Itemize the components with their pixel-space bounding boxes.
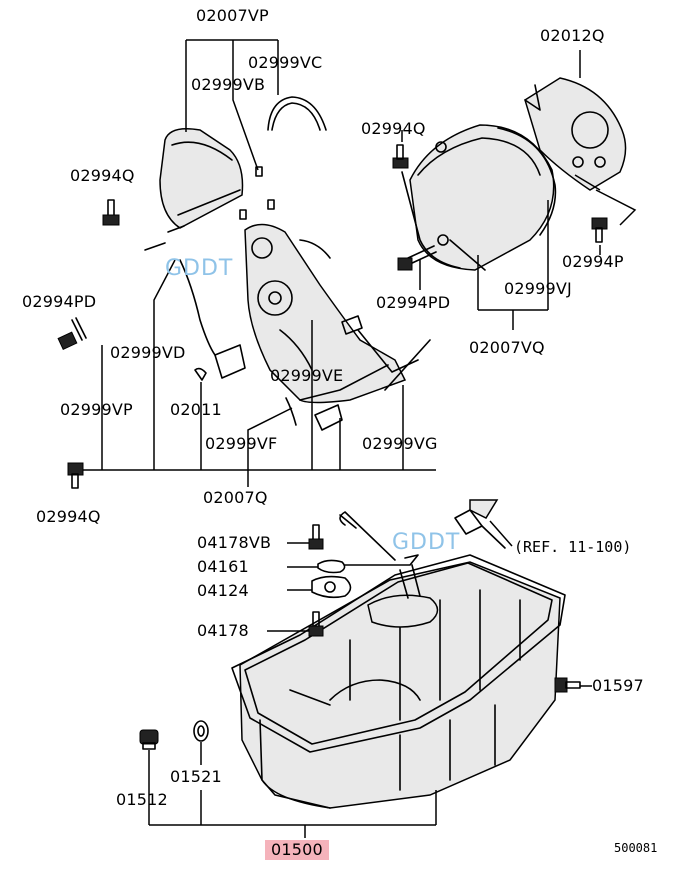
oil-pan [231, 554, 566, 809]
label-02999vf: 02999VF [205, 434, 278, 453]
bolt-01597 [554, 677, 581, 693]
bolt-02994pd-left [57, 317, 87, 351]
label-02007q: 02007Q [203, 488, 268, 507]
label-02999vp: 02999VP [60, 400, 133, 419]
label-02011: 02011 [170, 400, 222, 419]
label-01521: 01521 [170, 767, 222, 786]
reference-note: (REF. 11-100) [514, 538, 632, 556]
upper-timing-cover [159, 128, 244, 229]
label-02994q-right: 02994Q [361, 119, 426, 138]
leader-lines-lower [148, 520, 592, 838]
label-02999vb: 02999VB [191, 75, 266, 94]
label-02999vc: 02999VC [248, 53, 323, 72]
right-cover-seal [401, 127, 557, 269]
label-01512: 01512 [116, 790, 168, 809]
long-seal-strip [384, 339, 431, 391]
label-04124: 04124 [197, 581, 249, 600]
drain-plug-01512 [139, 729, 159, 750]
dipstick-guide [454, 499, 506, 549]
right-cover-back-plate [524, 77, 627, 191]
leader-lines-left [83, 39, 436, 487]
label-04161: 04161 [197, 557, 249, 576]
oil-strainer [339, 511, 439, 628]
label-02994pd-mid: 02994PD [376, 293, 451, 312]
oil-strainer-gasket [311, 575, 352, 599]
small-spacers [239, 166, 275, 220]
label-02999vj: 02999VJ [504, 279, 572, 298]
cover-seal-arc [267, 96, 327, 131]
bolt-04178vb [308, 524, 324, 550]
label-02994p: 02994P [562, 252, 624, 271]
bolt-02994pd-mid [397, 245, 437, 271]
left-seal-strips [144, 225, 246, 381]
leader-lines-right [401, 50, 637, 330]
lower-timing-cover [244, 223, 407, 404]
label-02999vg: 02999VG [362, 434, 438, 453]
label-02999ve: 02999VE [270, 366, 344, 385]
bolt-02994p [591, 217, 608, 243]
label-02994q-left-top: 02994Q [70, 166, 135, 185]
label-02994q-left-bottom: 02994Q [36, 507, 101, 526]
label-02994pd-left: 02994PD [22, 292, 97, 311]
bolt-02994q-right [392, 144, 409, 169]
washer-01521 [193, 720, 209, 742]
label-01500-highlighted: 01500 [265, 840, 329, 860]
label-01597: 01597 [592, 676, 644, 695]
label-04178: 04178 [197, 621, 249, 640]
label-02007vp: 02007VP [196, 6, 269, 25]
diagram-code: 500081 [614, 841, 658, 855]
oil-strainer-seal [317, 559, 346, 574]
cover-lower-seal [285, 397, 343, 431]
bolt-02994q-left-top [102, 199, 120, 226]
label-02007vq: 02007VQ [469, 338, 545, 357]
watermark-bottom: GDDT [392, 530, 461, 555]
label-04178vb: 04178VB [197, 533, 272, 552]
watermark-top: GDDT [165, 256, 234, 281]
label-02012q: 02012Q [540, 26, 605, 45]
label-02999vd: 02999VD [110, 343, 186, 362]
right-timing-cover [409, 124, 555, 271]
bolt-02994q-left-bottom [67, 462, 84, 489]
